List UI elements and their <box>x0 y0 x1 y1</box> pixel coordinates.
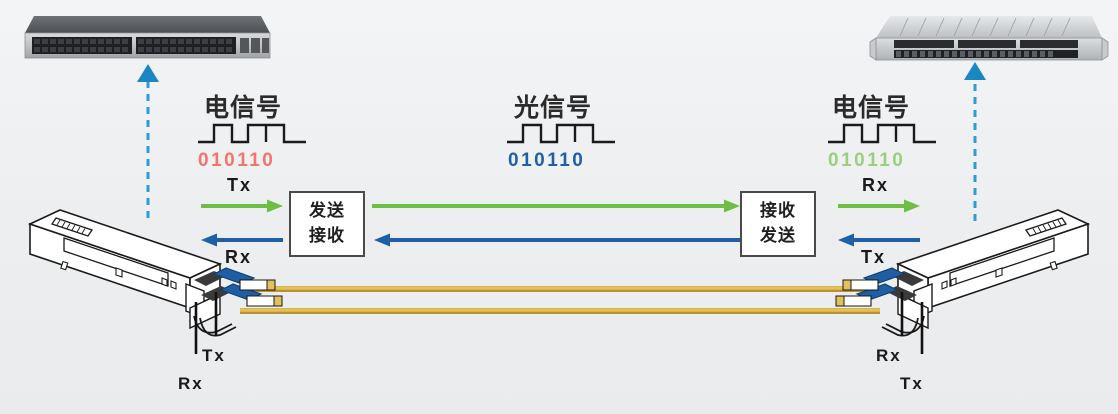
heading-center-optical: 光信号 <box>514 93 593 122</box>
process-box-right-line1: 接收 <box>760 201 796 222</box>
label-right-module-rx: Rx <box>876 346 902 365</box>
label-left-arrow-bottom: Rx <box>225 247 253 267</box>
bits-center: 010110 <box>508 150 586 171</box>
arrow-right-tx <box>836 232 922 248</box>
arrow-left-tx <box>199 198 285 214</box>
arrow-left-rx <box>199 232 285 248</box>
label-left-module-tx: Tx <box>202 346 226 365</box>
switch-top-of-rack <box>20 8 275 63</box>
sfp-module-left <box>18 196 288 356</box>
chassis-line-card <box>868 6 1109 64</box>
process-box-right-line2: 发送 <box>760 226 796 246</box>
process-box-left-line2: 接收 <box>309 226 345 246</box>
waveform-left <box>196 120 308 148</box>
bits-left: 010110 <box>198 150 276 171</box>
waveform-center <box>505 120 617 148</box>
sfp-module-right <box>830 196 1100 356</box>
process-box-right: 接收 发送 <box>740 191 816 257</box>
label-right-module-tx: Tx <box>900 374 924 393</box>
arrow-center-forward <box>372 198 742 214</box>
fiber-optic-cable-pair <box>240 278 880 324</box>
waveform-right <box>826 120 938 148</box>
process-box-left-line1: 发送 <box>309 201 345 222</box>
bits-right: 010110 <box>828 150 906 171</box>
label-left-arrow-top: Tx <box>227 175 253 195</box>
dashed-link-right <box>955 58 995 223</box>
heading-right-electrical: 电信号 <box>832 93 911 122</box>
label-left-module-rx: Rx <box>178 374 204 393</box>
dashed-link-left <box>128 60 168 220</box>
label-right-arrow-bottom: Tx <box>861 247 887 267</box>
heading-left-electrical: 电信号 <box>204 93 283 122</box>
process-box-left: 发送 接收 <box>289 191 365 257</box>
label-right-arrow-top: Rx <box>862 175 890 195</box>
arrow-right-rx <box>836 198 922 214</box>
arrow-center-reverse <box>372 232 742 248</box>
